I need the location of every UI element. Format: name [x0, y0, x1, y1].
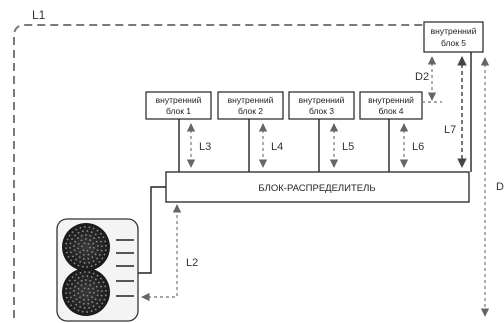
indoor-unit-5-line1: внутренний	[431, 26, 477, 36]
distributor-box	[165, 171, 470, 203]
indoor-unit-2-line2: блок 2	[238, 106, 263, 116]
outdoor-vents	[116, 239, 134, 297]
l2-label: L2	[186, 257, 198, 269]
fan-top-icon	[62, 223, 110, 271]
indoor-unit-2-line1: внутренний	[228, 95, 274, 105]
indoor-unit-3: внутренний блок 3	[288, 91, 355, 120]
d2-label: D2	[415, 71, 429, 83]
l5-label: L5	[342, 141, 354, 153]
outdoor-unit	[56, 218, 139, 322]
l1-outline-path	[13, 24, 424, 318]
distributor-label: БЛОК-РАСПРЕДЕЛИТЕЛЬ	[258, 183, 375, 194]
fan-grille-dots	[65, 226, 107, 313]
l6-label: L6	[412, 141, 424, 153]
l1-label: L1	[32, 8, 46, 22]
l7-label: L7	[444, 124, 456, 136]
indoor-unit-1-line2: блок 1	[166, 106, 191, 116]
l3-label: L3	[199, 141, 211, 153]
indoor-unit-2: внутренний блок 2	[217, 91, 284, 120]
indoor-unit-5: внутренний блок 5	[423, 21, 484, 53]
fan-bottom-icon	[62, 268, 110, 316]
indoor-unit-1-line1: внутренний	[156, 95, 202, 105]
d1-label: D	[496, 181, 504, 193]
indoor-unit-1: внутренний блок 1	[145, 91, 212, 120]
indoor-unit-5-line2: блок 5	[441, 38, 466, 48]
l4-label: L4	[271, 141, 283, 153]
indoor-unit-4-line2: блок 4	[378, 106, 403, 116]
branch-pipes	[178, 52, 472, 172]
indoor-unit-3-line2: блок 3	[309, 106, 334, 116]
branch-distance-arrows	[186, 123, 409, 168]
indoor-unit-4-line1: внутренний	[368, 95, 414, 105]
main-pipe	[138, 186, 166, 274]
indoor-unit-4: внутренний блок 4	[359, 91, 423, 120]
indoor-unit-3-line1: внутренний	[299, 95, 345, 105]
l2-path	[141, 204, 182, 302]
